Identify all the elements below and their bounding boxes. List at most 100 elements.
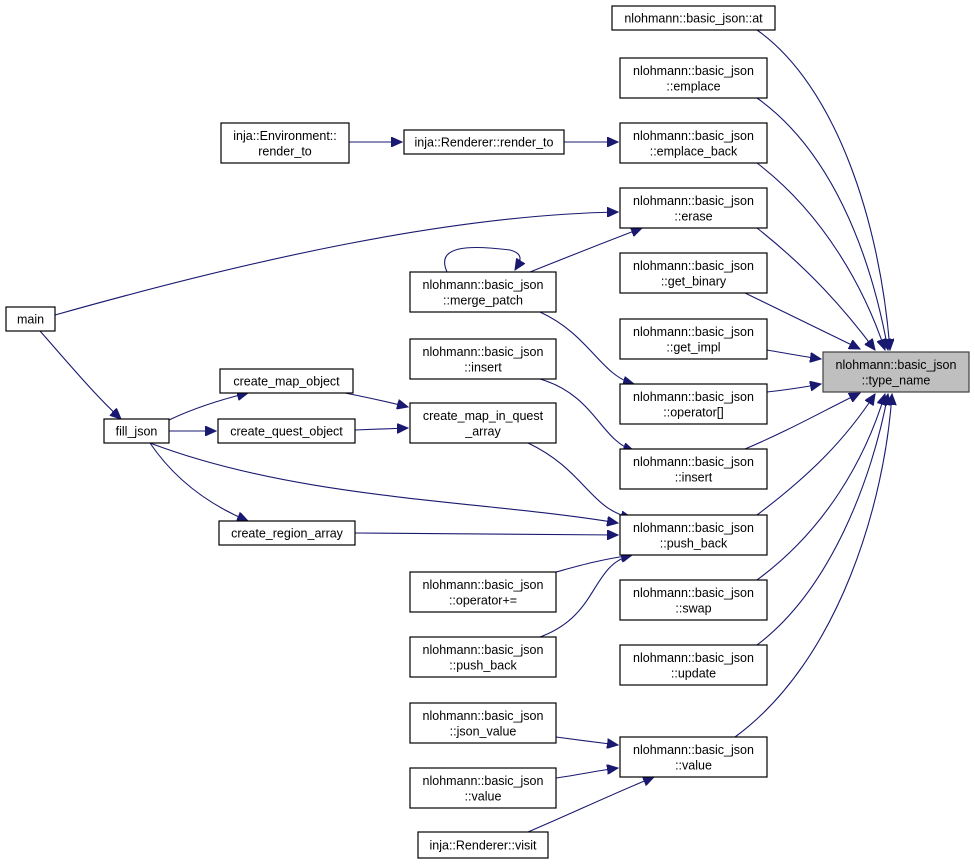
node-box (619, 57, 768, 99)
node-label-line: ::json_value (450, 724, 517, 738)
node-operator-pluseq[interactable]: nlohmann::basic_json::operator+= (409, 571, 557, 613)
node-get-binary[interactable]: nlohmann::basic_json::get_binary (619, 252, 768, 294)
node-label-line: main (17, 313, 44, 327)
node-emplace[interactable]: nlohmann::basic_json::emplace (619, 57, 768, 99)
node-merge-patch[interactable]: nlohmann::basic_json::merge_patch (409, 271, 557, 313)
node-push-back-m[interactable]: nlohmann::basic_json::push_back (409, 636, 557, 678)
node-box (5, 306, 56, 332)
node-box (219, 368, 354, 394)
node-at[interactable]: nlohmann::basic_json::at (611, 5, 776, 31)
node-box (409, 271, 557, 313)
node-label-line: ::insert (464, 360, 502, 374)
node-box (619, 318, 768, 360)
node-label-line: ::type_name (862, 373, 931, 387)
node-box (409, 571, 557, 613)
node-label-line: nlohmann::basic_json (423, 578, 544, 592)
edge-visit-to-value-r (527, 777, 654, 833)
edge-get-binary-to-type-name (744, 292, 860, 349)
node-value-r[interactable]: nlohmann::basic_json::value (619, 736, 768, 778)
node-label-line: nlohmann::basic_json (423, 643, 544, 657)
edge-at-to-type-name (756, 29, 890, 350)
node-label-line: create_region_array (231, 527, 344, 541)
node-json-value[interactable]: nlohmann::basic_json::json_value (409, 702, 557, 744)
node-env-render-to[interactable]: inja::Environment::render_to (220, 122, 350, 164)
node-label-line: nlohmann::basic_json (633, 64, 754, 78)
node-label-line: nlohmann::basic_json (633, 521, 754, 535)
edge-create-map-object-to-map-in-quest (344, 392, 408, 407)
node-box (619, 252, 768, 294)
edges-layer (39, 29, 892, 833)
node-label-line: fill_json (116, 425, 158, 439)
node-box (220, 122, 350, 164)
edge-fill-json-to-create-map-object (168, 393, 248, 421)
node-value-m[interactable]: nlohmann::basic_json::value (409, 767, 557, 809)
node-label-line: nlohmann::basic_json (633, 129, 754, 143)
node-label-line: ::get_binary (661, 274, 727, 288)
node-renderer-render-to[interactable]: inja::Renderer::render_to (403, 129, 565, 155)
node-label-line: ::emplace (666, 79, 720, 93)
node-label-line: ::value (675, 758, 712, 772)
node-insert-m[interactable]: nlohmann::basic_json::insert (409, 338, 557, 380)
edge-value-r-to-type-name (734, 394, 892, 738)
node-label-line: nlohmann::basic_json (423, 774, 544, 788)
edge-operator-idx-to-type-name (766, 384, 821, 393)
node-label-line: nlohmann::basic_json (633, 651, 754, 665)
node-label-line: nlohmann::basic_json (423, 278, 544, 292)
node-create-quest-object[interactable]: create_quest_object (217, 418, 356, 444)
edge-map-in-quest-to-push-back-r (527, 442, 632, 518)
node-label-line: nlohmann::basic_json (633, 455, 754, 469)
node-type-name[interactable]: nlohmann::basic_json::type_name (822, 351, 970, 393)
edge-merge-patch-to-erase (529, 228, 642, 273)
node-push-back-r[interactable]: nlohmann::basic_json::push_back (619, 514, 768, 556)
edge-push-back-r-to-type-name (756, 394, 875, 516)
node-label-line: ::get_impl (666, 340, 720, 354)
node-box (619, 644, 768, 686)
node-fill-json[interactable]: fill_json (103, 418, 170, 444)
node-box (822, 351, 970, 393)
edge-merge-patch-to-merge-patch (444, 246, 520, 273)
node-box (619, 383, 768, 425)
node-insert-r[interactable]: nlohmann::basic_json::insert (619, 448, 768, 490)
node-map-in-quest[interactable]: create_map_in_quest_array (409, 402, 557, 444)
node-erase[interactable]: nlohmann::basic_json::erase (619, 187, 768, 229)
node-label-line: nlohmann::basic_json::at (624, 12, 763, 26)
node-label-line: nlohmann::basic_json (633, 194, 754, 208)
node-label-line: ::push_back (660, 536, 728, 550)
node-box (409, 702, 557, 744)
node-update[interactable]: nlohmann::basic_json::update (619, 644, 768, 686)
node-main[interactable]: main (5, 306, 56, 332)
edge-update-to-type-name (756, 394, 888, 646)
edge-merge-patch-to-operator-idx (539, 311, 634, 384)
node-create-region-array[interactable]: create_region_array (218, 520, 356, 546)
node-label-line: ::merge_patch (443, 293, 523, 307)
node-visit[interactable]: inja::Renderer::visit (417, 831, 549, 859)
node-box (403, 129, 565, 155)
node-label-line: ::push_back (449, 658, 517, 672)
edge-value-m-to-value-r (555, 768, 618, 779)
node-box (409, 636, 557, 678)
node-label-line: create_quest_object (230, 425, 343, 439)
edge-push-back-m-to-push-back-r (539, 555, 632, 638)
node-label-line: render_to (258, 144, 312, 158)
node-box (611, 5, 776, 31)
edge-insert-m-to-insert-r (539, 378, 634, 451)
edge-emplace-to-type-name (756, 97, 888, 350)
node-label-line: nlohmann::basic_json (633, 390, 754, 404)
node-get-impl[interactable]: nlohmann::basic_json::get_impl (619, 318, 768, 360)
node-label-line: create_map_in_quest (423, 409, 544, 423)
edge-emplace-back-to-type-name (756, 162, 885, 350)
node-box (619, 448, 768, 490)
edge-create-quest-object-to-map-in-quest (354, 428, 408, 430)
node-swap[interactable]: nlohmann::basic_json::swap (619, 579, 768, 621)
node-box (619, 514, 768, 556)
node-box (217, 418, 356, 444)
node-label-line: inja::Renderer::render_to (415, 136, 554, 150)
node-emplace-back[interactable]: nlohmann::basic_json::emplace_back (619, 122, 768, 164)
edge-fill-json-to-create-region-array (149, 442, 248, 521)
node-create-map-object[interactable]: create_map_object (219, 368, 354, 394)
node-box (619, 736, 768, 778)
node-box (619, 187, 768, 229)
edge-erase-to-type-name (756, 227, 875, 350)
node-operator-idx[interactable]: nlohmann::basic_json::operator[] (619, 383, 768, 425)
